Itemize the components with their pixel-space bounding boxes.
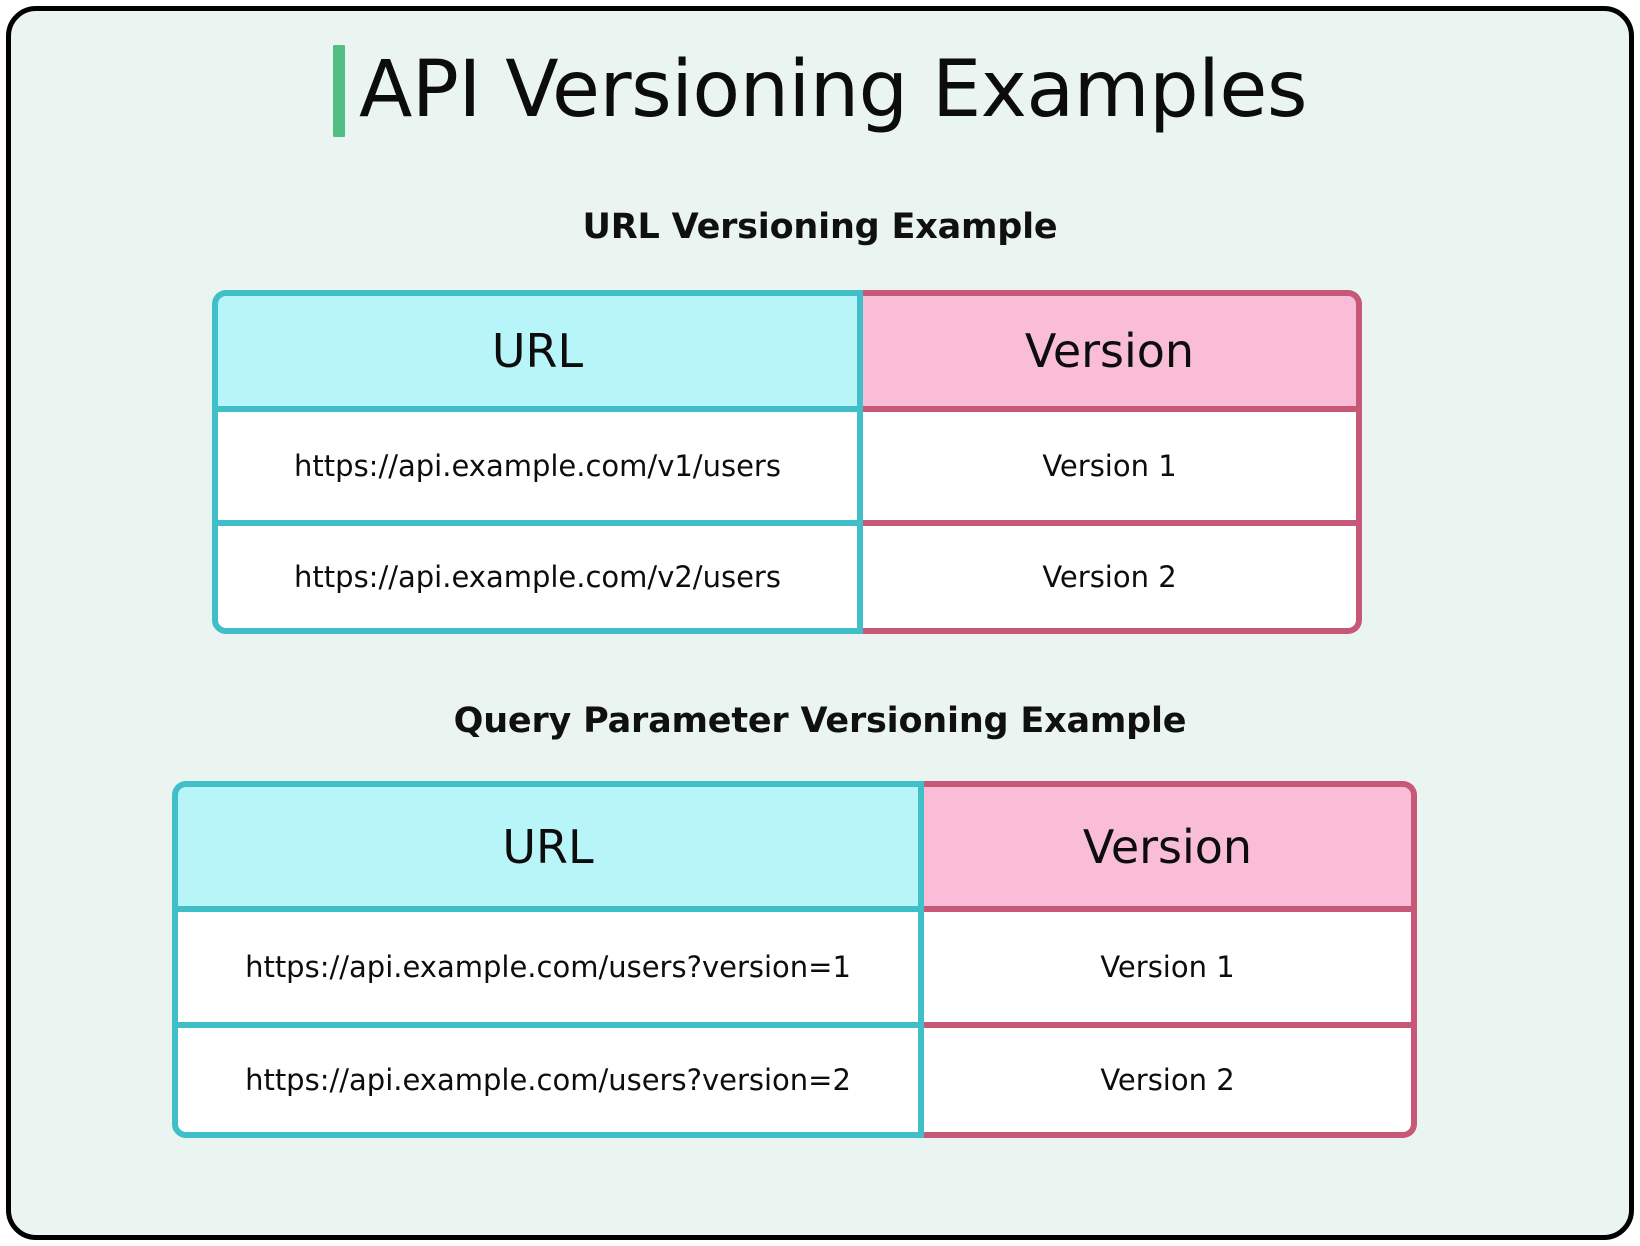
table-cell-version: Version 1 bbox=[863, 406, 1362, 520]
column-header-version: Version bbox=[924, 781, 1417, 906]
title-accent-bar bbox=[333, 45, 346, 137]
url-column: URL https://api.example.com/v1/users htt… bbox=[212, 290, 863, 634]
column-header-version: Version bbox=[863, 290, 1362, 406]
column-header-url: URL bbox=[212, 290, 863, 406]
version-column: Version Version 1 Version 2 bbox=[863, 290, 1362, 634]
table-cell-url: https://api.example.com/users?version=1 bbox=[172, 906, 924, 1022]
table-cell-version: Version 2 bbox=[924, 1022, 1417, 1138]
section-heading-url-versioning: URL Versioning Example bbox=[582, 207, 1058, 247]
version-column: Version Version 1 Version 2 bbox=[924, 781, 1417, 1138]
query-parameter-versioning-table: URL https://api.example.com/users?versio… bbox=[172, 781, 1417, 1138]
column-header-url: URL bbox=[172, 781, 924, 906]
content-card: API Versioning Examples URL Versioning E… bbox=[6, 6, 1634, 1240]
table-cell-url: https://api.example.com/v1/users bbox=[212, 406, 863, 520]
page-title-row: API Versioning Examples bbox=[11, 45, 1629, 137]
table-cell-url: https://api.example.com/users?version=2 bbox=[172, 1022, 924, 1138]
url-versioning-table: URL https://api.example.com/v1/users htt… bbox=[212, 290, 1362, 634]
table-cell-url: https://api.example.com/v2/users bbox=[212, 520, 863, 634]
url-column: URL https://api.example.com/users?versio… bbox=[172, 781, 924, 1138]
section-heading-query-parameter-versioning: Query Parameter Versioning Example bbox=[453, 701, 1187, 741]
page-title: API Versioning Examples bbox=[359, 45, 1307, 136]
table-cell-version: Version 1 bbox=[924, 906, 1417, 1022]
table-cell-version: Version 2 bbox=[863, 520, 1362, 634]
